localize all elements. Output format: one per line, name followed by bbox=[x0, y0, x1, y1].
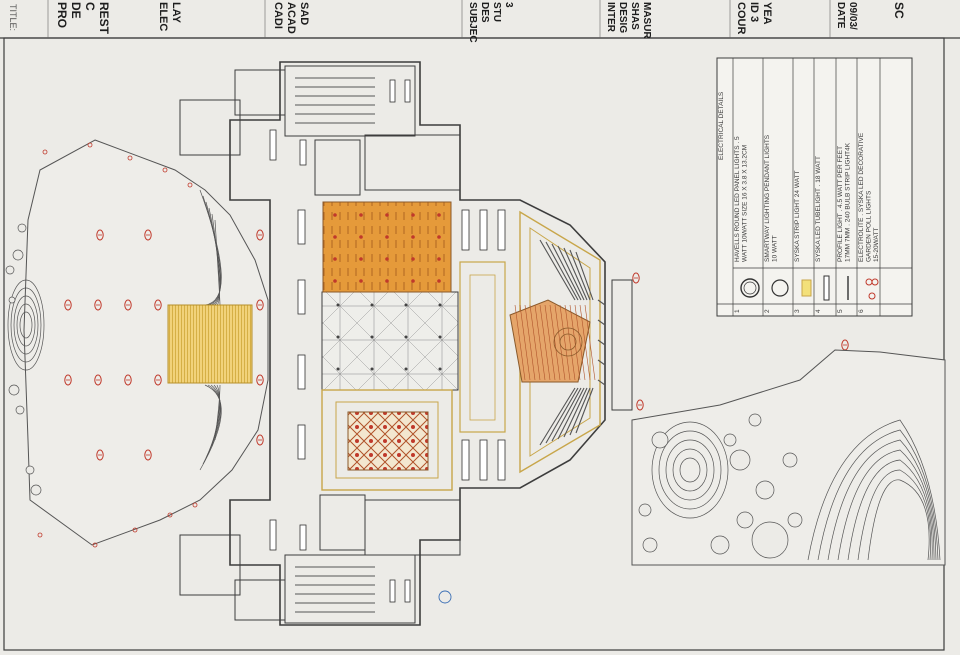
garden-pole-light-icon bbox=[144, 229, 152, 241]
legend-row-description: GARDEN POLL LIGHTS bbox=[866, 190, 873, 262]
garden-pole-light-icon bbox=[124, 374, 132, 386]
tiled-dining-hall bbox=[321, 291, 459, 391]
legend-row-number: 6 bbox=[858, 309, 865, 313]
project-lines-text: PRO bbox=[55, 2, 69, 28]
service-room-bottom bbox=[319, 494, 366, 551]
garden-pole-light-icon bbox=[256, 299, 264, 311]
subject-lines-text: SUBJEC bbox=[467, 2, 478, 43]
legend-row-description: SMARTWAY LIGHTING PENDANT LIGHTS bbox=[764, 134, 771, 262]
garden-pole-light-icon bbox=[144, 449, 152, 461]
round-panel-light-icon bbox=[740, 278, 760, 298]
legend-row-description: 17MM 7MM . 240 BULB STRIP LIGHT4K bbox=[845, 142, 852, 262]
course-lines-text: YEA bbox=[761, 2, 773, 25]
legend-row-description: SYSKA STRIP LIGHT 24 WATT bbox=[794, 170, 801, 262]
tubelight-icon bbox=[823, 275, 830, 301]
stage-wing-frame bbox=[519, 210, 601, 474]
electrical-lines-text: ELEC bbox=[157, 2, 169, 31]
subject-lines-text: STU bbox=[491, 2, 502, 22]
toilet-block-bottom bbox=[179, 534, 241, 596]
garden-pole-light-icon bbox=[96, 229, 104, 241]
legend-row-description: HAVELLS ROUND LED PANEL LIGHTS . 5 bbox=[734, 136, 741, 262]
entry-steps bbox=[611, 279, 633, 411]
garden-strip-deck bbox=[167, 304, 253, 384]
garden-pole-light-icon bbox=[154, 374, 162, 386]
garden-pole-light-icon bbox=[256, 229, 264, 241]
project-lines-text: C bbox=[83, 2, 97, 11]
diamond-ceiling-panel bbox=[347, 411, 429, 471]
date-lines-text: 09/03/ bbox=[847, 2, 858, 30]
garden-pole-light-icon bbox=[256, 434, 264, 446]
garden-pole-light-icon bbox=[256, 374, 264, 386]
legend-row-description: WATT 10WATT SIZE 16 X 3.8 X 13.2CM bbox=[742, 145, 749, 262]
electrical-legend: ELECTRICAL DETAILS 1 HAVELLS ROUND LED PA… bbox=[716, 57, 913, 317]
interior-lines-text: INTER bbox=[605, 2, 616, 33]
academy-lines-text: SAD bbox=[298, 2, 310, 25]
scale-lines-text: SC bbox=[892, 2, 906, 19]
interior-lines-text: MASUR bbox=[641, 2, 652, 39]
garden-pole-light-icon bbox=[64, 374, 72, 386]
garden-pole-light-icon bbox=[64, 299, 72, 311]
legend-row-description: 10 WATT bbox=[772, 235, 779, 262]
wash-area-bottom bbox=[364, 499, 461, 556]
legend-row-number: 1 bbox=[734, 309, 741, 313]
legend-row-number: 4 bbox=[815, 309, 822, 313]
legend-row-number: 5 bbox=[837, 309, 844, 313]
academy-lines-text: CADI bbox=[272, 2, 284, 29]
garden-pole-light-icon bbox=[154, 299, 162, 311]
garden-pole-light-icon bbox=[124, 299, 132, 311]
garden-pole-light-icon bbox=[636, 399, 644, 411]
bar-counter bbox=[459, 261, 506, 433]
subject-lines-text: DES bbox=[479, 2, 490, 23]
legend-row-description: SYSKA LED TUBELIGHT . 18 WATT bbox=[815, 156, 822, 262]
garden-pole-light-icon bbox=[94, 374, 102, 386]
left-garden bbox=[5, 139, 269, 546]
project-lines-text: REST bbox=[97, 2, 111, 35]
store-room-top bbox=[234, 69, 286, 116]
electrical-lines-text: LAY bbox=[170, 2, 182, 24]
legend-row-number: 2 bbox=[764, 309, 771, 313]
garden-pole-light-icon bbox=[96, 449, 104, 461]
store-room-bottom bbox=[234, 579, 286, 621]
legend-row-description: PROFILE LIGHT . 4.5 WATT PER FEET bbox=[837, 146, 844, 262]
wooden-ceiling-panel bbox=[322, 201, 452, 293]
legend-heading: ELECTRICAL DETAILS bbox=[718, 91, 725, 160]
wash-area-top bbox=[364, 134, 461, 191]
interior-lines-text: DESIG bbox=[617, 2, 628, 33]
legend-row-number: 3 bbox=[794, 309, 801, 313]
course-lines-text: COUR bbox=[735, 2, 747, 34]
interior-lines-text: SHAS bbox=[629, 2, 640, 30]
floor-plan bbox=[179, 61, 633, 626]
project-lines-text: DE bbox=[69, 2, 83, 19]
date-lines-text: DATE bbox=[835, 2, 846, 29]
garden-pole-light-icon bbox=[94, 299, 102, 311]
kitchen-room-top bbox=[284, 65, 416, 137]
feature-ceiling-frame bbox=[321, 389, 453, 491]
pendant-light-icon bbox=[771, 279, 789, 297]
kitchen-room-bottom bbox=[284, 554, 416, 624]
service-room-top bbox=[314, 139, 361, 196]
strip-light-icon bbox=[801, 279, 812, 297]
garden-pole-light-icon bbox=[632, 272, 640, 284]
title-label: TITLE: bbox=[8, 4, 18, 31]
legend-row-description: ELECTROLITE . SYSKA LED DECORATIVE bbox=[858, 132, 865, 262]
legend-row-description: 15-20WATT bbox=[873, 228, 880, 262]
subject-lines-text: 3 bbox=[503, 2, 514, 8]
course-lines-text: ID 3 bbox=[748, 2, 760, 22]
right-garden bbox=[631, 349, 946, 566]
toilet-block-top bbox=[179, 99, 241, 156]
north-compass-icon bbox=[438, 590, 452, 604]
academy-lines-text: ACAD bbox=[285, 2, 297, 34]
